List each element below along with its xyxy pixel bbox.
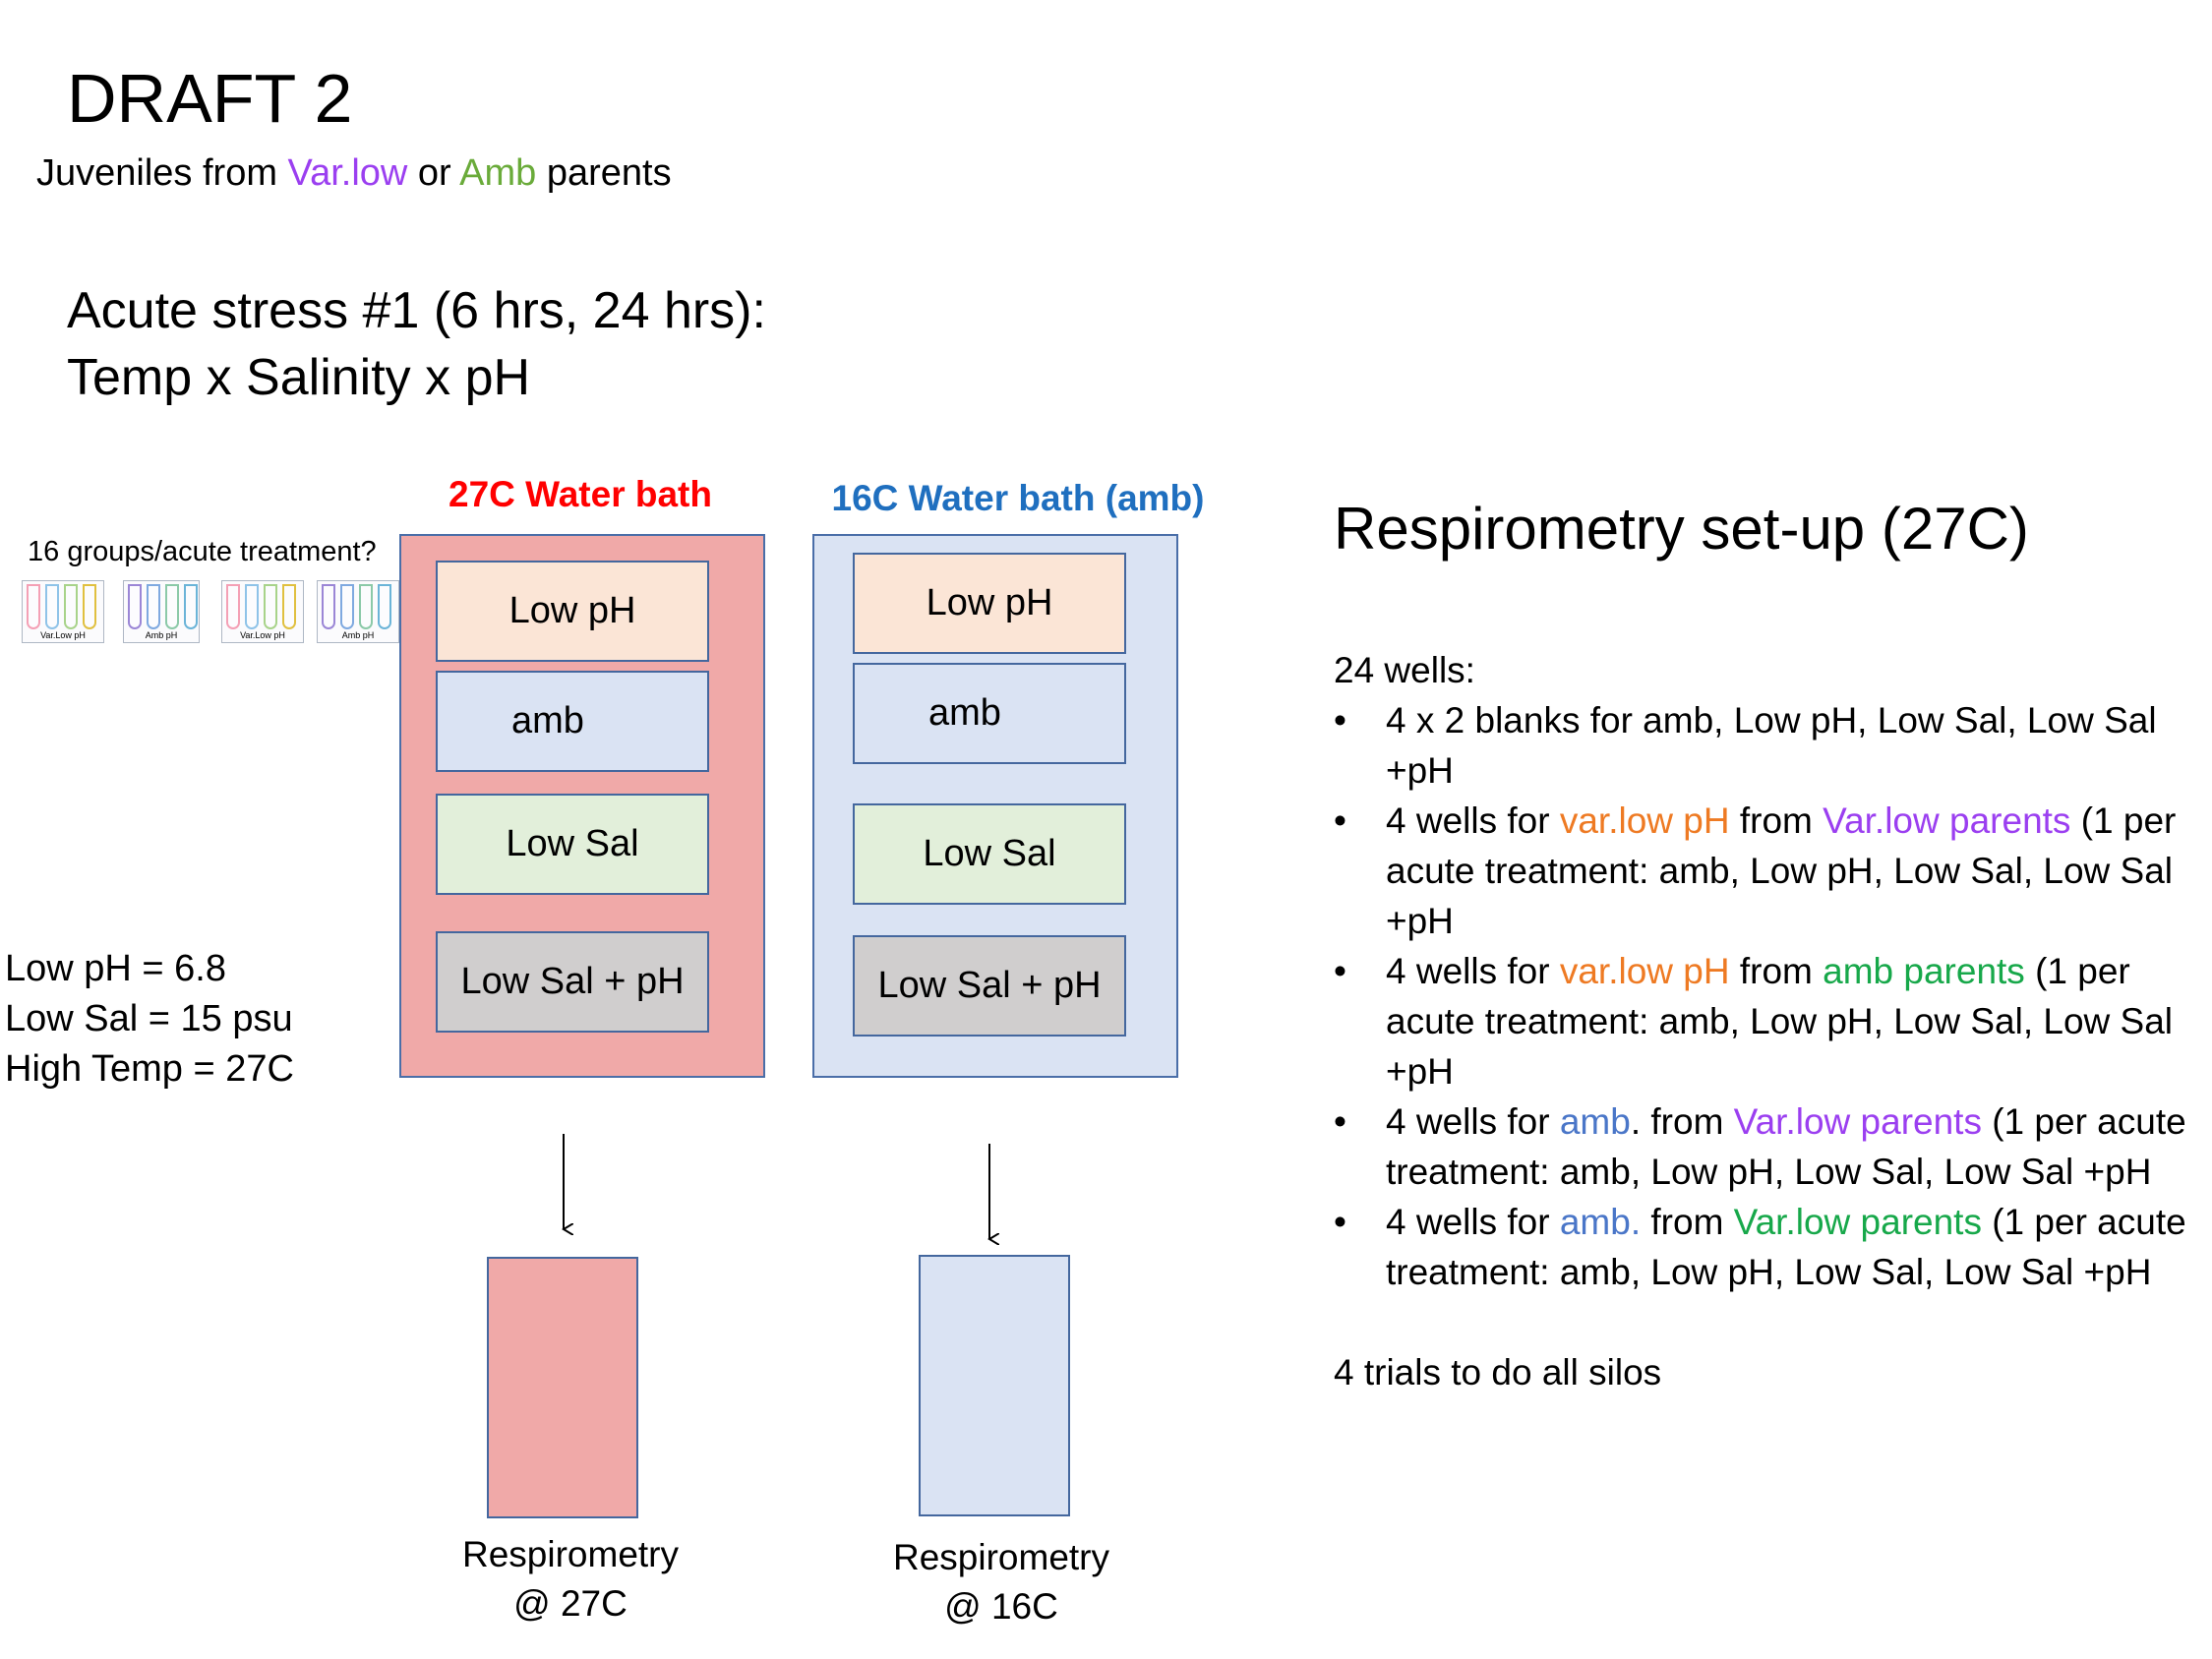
bullet4-b: amb	[1559, 1101, 1631, 1142]
bullet3-e: (1 per acute treatment: amb, Low pH, Low…	[1386, 951, 2174, 1092]
treatment-amb-27c: amb	[436, 671, 709, 772]
tube-group-label: Var.Low pH	[40, 630, 86, 640]
tube-icon	[282, 584, 296, 629]
definition-high-temp: High Temp = 27C	[5, 1048, 294, 1090]
subtitle-prefix: Juveniles from	[36, 152, 288, 194]
respirometry-label-16c: Respirometry @ 16C	[854, 1533, 1149, 1631]
tube-icon	[378, 584, 391, 629]
bullet4-a: 4 wells for	[1386, 1101, 1560, 1142]
treatment-low-sal-27c: Low Sal	[436, 794, 709, 895]
setup-list: 24 wells: 4 x 2 blanks for amb, Low pH, …	[1334, 645, 2199, 1397]
bath-label-16c: 16C Water bath (amb)	[831, 478, 1205, 518]
respirometry-label-16c-line1: Respirometry	[893, 1537, 1109, 1577]
tube-icon	[45, 584, 59, 629]
groups-label: 16 groups/acute treatment?	[28, 536, 377, 567]
respirometry-label-16c-line2: @ 16C	[944, 1586, 1058, 1627]
bullet1-text: 4 x 2 blanks for amb, Low pH, Low Sal, L…	[1386, 700, 2157, 791]
bullet3-c: from	[1729, 951, 1823, 991]
subtitle-middle: or	[407, 152, 460, 194]
subtitle: Juveniles from Var.low or Amb parents	[36, 149, 672, 197]
setup-title: Respirometry set-up (27C)	[1334, 496, 2029, 562]
subtitle-amb: Amb	[459, 152, 537, 194]
tube-icon	[226, 584, 240, 629]
treatment-amb-16c: amb	[853, 663, 1126, 764]
tube-group-label: Amb pH	[145, 630, 178, 640]
respirometry-label-27c-line2: @ 27C	[513, 1583, 628, 1624]
tube-icon	[322, 584, 335, 629]
respirometry-chamber-27c	[487, 1257, 638, 1518]
tube-icon	[359, 584, 373, 629]
tube-group-label: Amb pH	[341, 630, 375, 640]
trials-note: 4 trials to do all silos	[1334, 1352, 1662, 1392]
setup-bullet-varlow-varlow: 4 wells for var.low pH from Var.low pare…	[1334, 796, 2199, 946]
tube-group: Var.Low pH	[22, 580, 104, 643]
bullet5-b: amb.	[1559, 1202, 1642, 1242]
tube-icon	[64, 584, 78, 629]
bullet4-d: Var.low parents	[1733, 1101, 1982, 1142]
bullet3-a: 4 wells for	[1386, 951, 1560, 991]
bullet4-c: . from	[1630, 1101, 1734, 1142]
subtitle-varlow: Var.low	[287, 152, 408, 194]
tube-icon	[27, 584, 40, 629]
bath-label-27c: 27C Water bath	[448, 474, 712, 514]
setup-bullet-varlow-amb: 4 wells for var.low pH from amb parents …	[1334, 946, 2199, 1096]
bullet5-a: 4 wells for	[1386, 1202, 1560, 1242]
treatment-low-sal-16c: Low Sal	[853, 803, 1126, 905]
tube-group: Amb pH	[317, 580, 399, 643]
respirometry-label-27c-line1: Respirometry	[462, 1534, 679, 1574]
tube-icon	[245, 584, 259, 629]
subtitle-suffix: parents	[536, 152, 672, 194]
definition-low-sal: Low Sal = 15 psu	[5, 998, 293, 1039]
tube-icon	[184, 584, 198, 629]
bullet2-c: from	[1729, 800, 1823, 841]
acute-stress-heading: Acute stress #1 (6 hrs, 24 hrs): Temp x …	[67, 277, 766, 411]
wells-header: 24 wells:	[1334, 650, 1475, 690]
tube-icon	[264, 584, 277, 629]
tube-group-label: Var.Low pH	[240, 630, 285, 640]
tube-icon	[128, 584, 142, 629]
tube-icon	[165, 584, 179, 629]
acute-stress-line2: Temp x Salinity x pH	[67, 349, 531, 406]
treatment-low-ph-27c: Low pH	[436, 561, 709, 662]
page-title: DRAFT 2	[67, 60, 353, 137]
setup-bullet-amb-varlow-1: 4 wells for amb. from Var.low parents (1…	[1334, 1096, 2199, 1197]
tube-group: Amb pH	[123, 580, 200, 643]
bullet3-b: var.low pH	[1559, 951, 1730, 991]
bullet2-a: 4 wells for	[1386, 800, 1560, 841]
bullet2-e: (1 per acute treatment: amb, Low pH, Low…	[1386, 800, 2177, 941]
bullet5-c: from	[1641, 1202, 1734, 1242]
setup-bullet-blanks: 4 x 2 blanks for amb, Low pH, Low Sal, L…	[1334, 695, 2199, 796]
respirometry-chamber-16c	[919, 1255, 1070, 1516]
bullet5-d: Var.low parents	[1733, 1202, 1982, 1242]
bullet4-e: (1 per acute treatment: amb, Low pH, Low…	[1386, 1101, 2186, 1192]
treatment-low-ph-16c: Low pH	[853, 553, 1126, 654]
definitions: Low pH = 6.8 Low Sal = 15 psu High Temp …	[5, 944, 294, 1095]
bullet2-b: var.low pH	[1559, 800, 1730, 841]
acute-stress-line1: Acute stress #1 (6 hrs, 24 hrs):	[67, 282, 766, 339]
tube-icon	[147, 584, 160, 629]
bullet2-d: Var.low parents	[1823, 800, 2071, 841]
treatment-low-sal-ph-27c: Low Sal + pH	[436, 931, 709, 1033]
bullet3-d: amb parents	[1823, 951, 2025, 991]
treatment-low-sal-ph-16c: Low Sal + pH	[853, 935, 1126, 1037]
setup-bullet-amb-varlow-2: 4 wells for amb. from Var.low parents (1…	[1334, 1197, 2199, 1297]
respirometry-label-27c: Respirometry @ 27C	[423, 1530, 718, 1629]
tube-icon	[340, 584, 354, 629]
definition-low-ph: Low pH = 6.8	[5, 948, 226, 989]
bullet5-e: (1 per acute treatment: amb, Low pH, Low…	[1386, 1202, 2186, 1292]
spacer	[1334, 1297, 2199, 1347]
tube-group: Var.Low pH	[221, 580, 304, 643]
tube-icon	[83, 584, 96, 629]
